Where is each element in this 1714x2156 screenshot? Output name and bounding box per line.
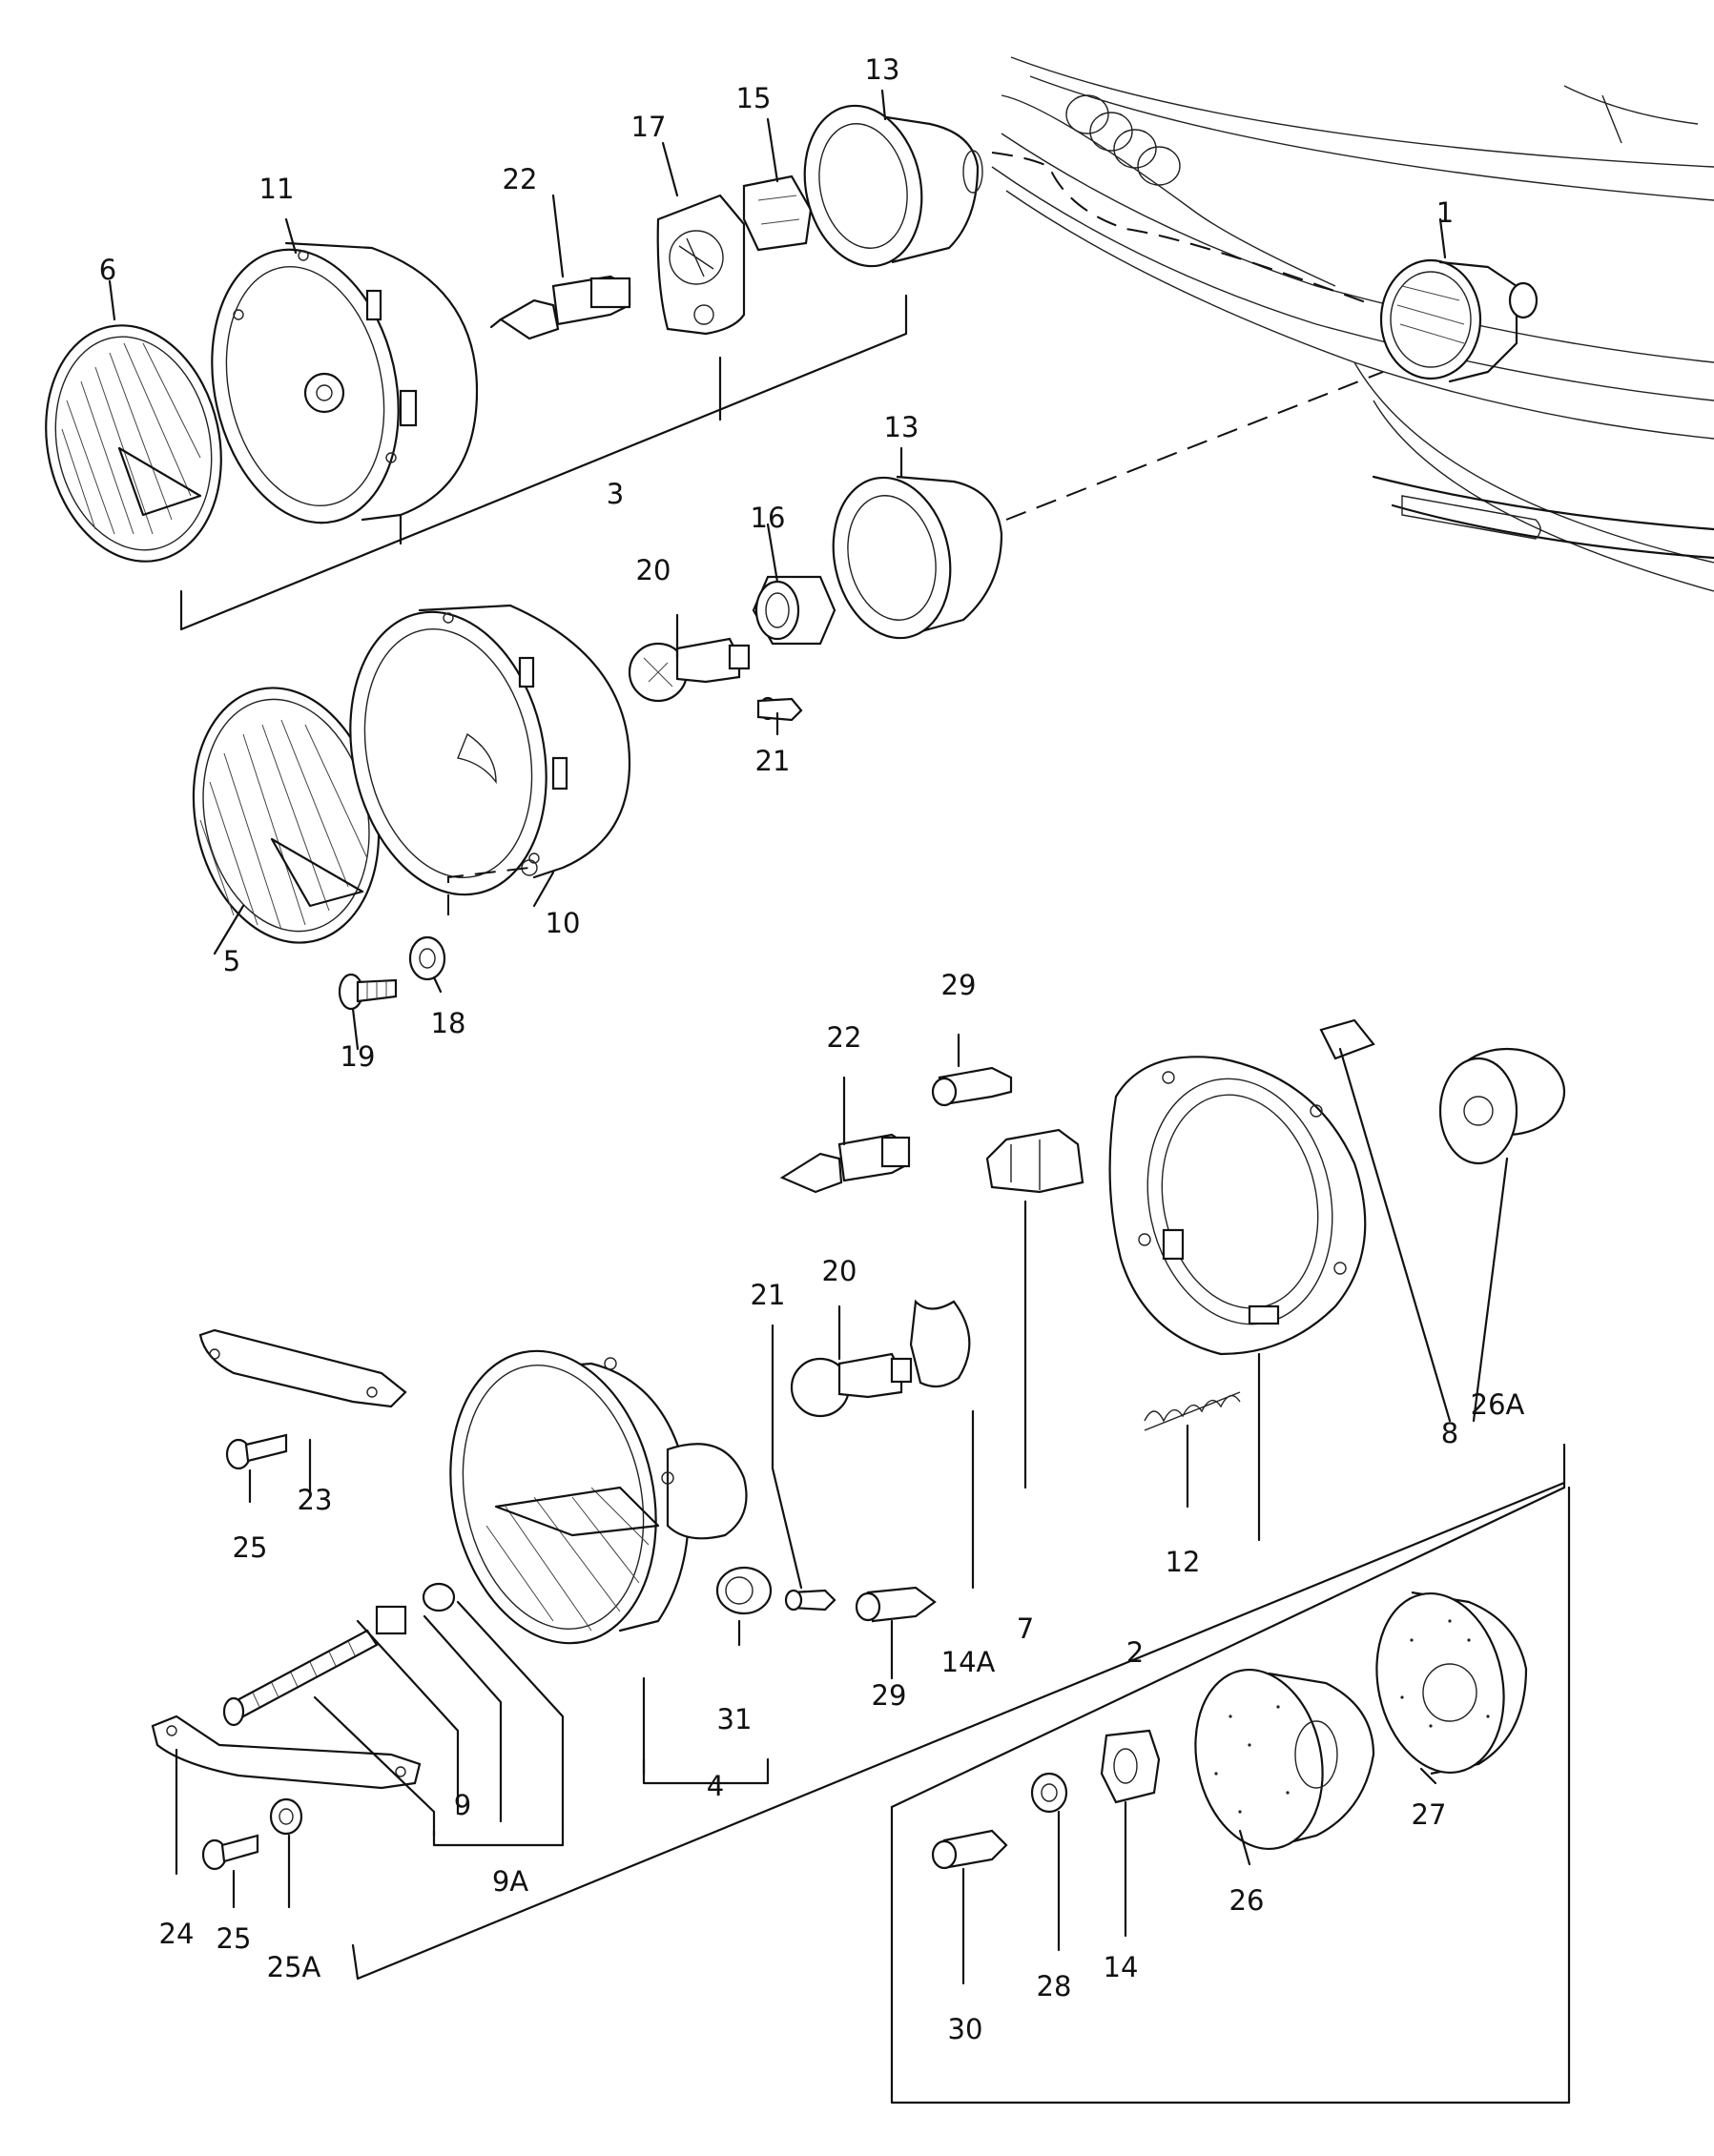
lens-6 <box>45 324 222 563</box>
label-29-lower: 29 <box>872 1679 907 1712</box>
part-labels: 1 6 11 22 17 15 13 3 13 16 20 21 10 5 18… <box>99 53 1525 2045</box>
screw-19 <box>338 973 398 1011</box>
bracket-24 <box>151 1715 422 1790</box>
label-27: 27 <box>1412 1798 1447 1831</box>
adjuster-connector-7 <box>985 1128 1084 1194</box>
washer-25a <box>269 1797 303 1836</box>
spring-12 <box>1144 1391 1241 1431</box>
label-5: 5 <box>223 945 240 977</box>
label-29-upper: 29 <box>941 969 977 1001</box>
bulb-21-middle <box>756 696 803 722</box>
car-front-outline <box>991 56 1714 592</box>
label-8: 8 <box>1441 1417 1458 1449</box>
clip-14a <box>909 1299 971 1388</box>
label-31: 31 <box>717 1703 753 1735</box>
label-22-upper: 22 <box>503 163 538 195</box>
label-18: 18 <box>431 1007 466 1039</box>
label-7: 7 <box>1017 1612 1034 1645</box>
reflector-housing-11 <box>211 241 479 524</box>
bulb-retainer-17 <box>656 194 746 336</box>
bulb-30 <box>931 1829 1008 1870</box>
label-25-lower: 25 <box>217 1922 252 1955</box>
sealed-beam-4 <box>449 1349 748 1645</box>
screw-25-upper <box>225 1433 288 1470</box>
label-10: 10 <box>546 907 581 939</box>
label-12: 12 <box>1166 1546 1201 1578</box>
connection-line-screw <box>447 867 530 915</box>
bulb-29-lower <box>855 1586 937 1623</box>
bulb-20-middle <box>628 637 751 703</box>
clip-15 <box>742 175 813 252</box>
label-21-middle: 21 <box>755 745 791 777</box>
label-30: 30 <box>948 2013 983 2045</box>
adjuster-nut-9a <box>375 1582 456 1635</box>
connection-line-middle <box>1005 371 1384 521</box>
bulb-socket-16 <box>752 575 836 646</box>
bulb-20-lower <box>790 1352 913 1418</box>
label-4: 4 <box>707 1770 724 1802</box>
label-9a: 9A <box>492 1865 528 1898</box>
reflector-housing-10 <box>349 604 631 896</box>
label-6: 6 <box>99 254 116 286</box>
bracket-23 <box>198 1328 407 1408</box>
label-23: 23 <box>298 1484 333 1516</box>
adjuster-screw-9 <box>222 1629 379 1727</box>
leader-lines <box>108 89 1571 2105</box>
cap-26a <box>1438 1047 1566 1165</box>
label-21-lower: 21 <box>751 1279 786 1311</box>
label-19: 19 <box>341 1040 376 1073</box>
label-14a: 14A <box>941 1646 996 1678</box>
bulb-22-upper <box>489 275 631 340</box>
label-11: 11 <box>259 173 295 205</box>
label-15: 15 <box>736 82 772 114</box>
rubber-boot-13-upper <box>803 104 983 268</box>
label-3: 3 <box>607 478 624 510</box>
clip-8 <box>1319 1018 1375 1060</box>
mounting-ring-12 <box>1108 1056 1367 1356</box>
grommet-18 <box>408 935 446 981</box>
label-13-middle: 13 <box>884 411 919 443</box>
group-bracket-3 <box>179 152 1374 631</box>
label-25-upper: 25 <box>233 1531 268 1564</box>
label-28: 28 <box>1037 1970 1072 2002</box>
label-26: 26 <box>1229 1884 1265 1917</box>
label-22-lower: 22 <box>827 1021 862 1054</box>
boot-27 <box>1375 1591 1528 1776</box>
installed-headlight <box>1379 258 1538 383</box>
bulb-21-lower <box>784 1589 836 1612</box>
rubber-boot-13-middle <box>832 475 1003 640</box>
socket-14 <box>1100 1729 1161 1804</box>
label-20-lower: 20 <box>822 1255 857 1287</box>
label-1: 1 <box>1436 196 1454 229</box>
label-13-upper: 13 <box>865 53 900 86</box>
screw-25-lower <box>201 1834 259 1871</box>
label-25a: 25A <box>267 1951 321 1983</box>
boot-26 <box>1194 1668 1375 1851</box>
label-2: 2 <box>1126 1636 1144 1669</box>
label-9: 9 <box>454 1789 471 1821</box>
label-14: 14 <box>1104 1951 1139 1983</box>
grommet-31 <box>715 1566 773 1615</box>
label-26a: 26A <box>1471 1388 1525 1421</box>
label-20-middle: 20 <box>636 554 671 586</box>
bulb-22-lower <box>779 1133 911 1194</box>
label-24: 24 <box>159 1918 195 1950</box>
label-17: 17 <box>631 111 667 143</box>
boot-texture <box>1214 1619 1490 1814</box>
grommet-28 <box>1030 1772 1068 1814</box>
bulb-29-upper <box>931 1066 1013 1107</box>
label-16: 16 <box>751 502 786 534</box>
